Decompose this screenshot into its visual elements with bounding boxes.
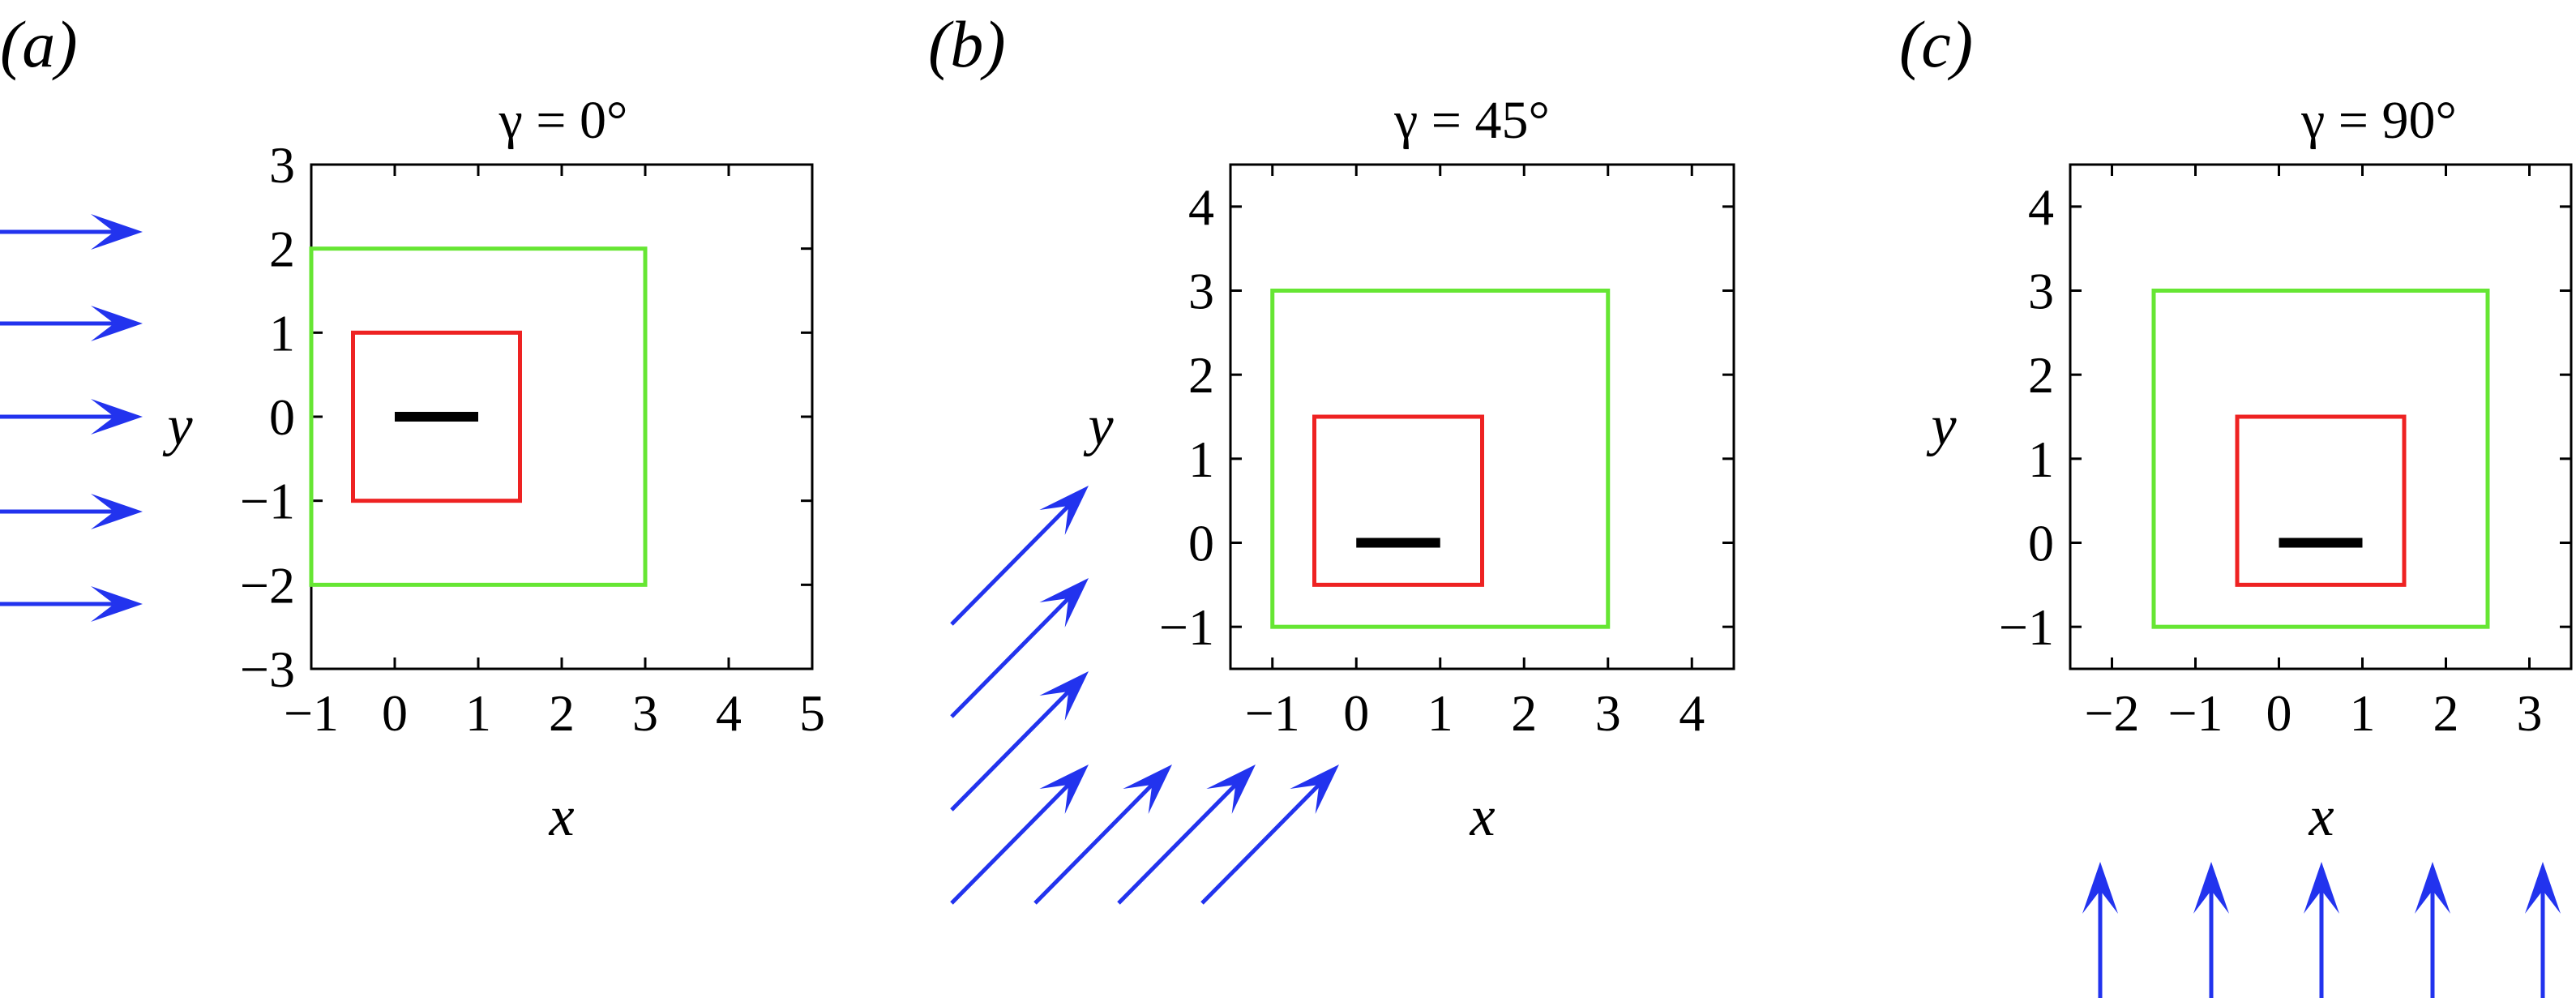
panel-b-outer-box <box>1270 289 1611 629</box>
panel-c-flow-arrow <box>2082 862 2118 998</box>
panel-c-axes-frame <box>2069 163 2573 670</box>
panel-c-ytick-label: 1 <box>2028 430 2054 488</box>
panel-b-flow-arrow <box>1117 765 1256 905</box>
panel-c-title: γ = 90° <box>2300 91 2457 150</box>
panel-c-outer-box <box>2151 289 2490 629</box>
panel-a-ytick-label: −1 <box>240 473 295 530</box>
panel-b-inner-box <box>1312 414 1484 587</box>
panel-c-flow-arrow <box>2304 862 2339 998</box>
panel-c-ytick-label: 2 <box>2028 346 2054 404</box>
panel-c-arrows <box>2082 862 2561 998</box>
panel-b-flow-arrow <box>950 765 1089 905</box>
panel-b-ytick-label: 3 <box>1188 263 1214 320</box>
panel-c-tag: (c) <box>1899 7 1973 81</box>
panel-b-yticks: −1 0 1 2 3 4 <box>1159 178 1734 656</box>
panel-c-xtick-label: −1 <box>2167 684 2223 742</box>
panel-a-xtick-label: 4 <box>716 684 742 742</box>
panel-a-xtick-label: 3 <box>632 684 658 742</box>
panel-b-arrows <box>950 486 1339 905</box>
panel-a-ytick-label: −3 <box>240 640 295 698</box>
panel-a-xtick-label: −1 <box>284 684 339 742</box>
panel-b-ylabel: y <box>1083 395 1114 457</box>
panel-a-flow-arrow <box>0 586 143 622</box>
panel-a-ytick-label: −2 <box>240 556 295 614</box>
panel-b-xtick-label: 1 <box>1427 684 1453 742</box>
panel-c-xtick-label: 0 <box>2266 684 2292 742</box>
panel-b-ytick-label: −1 <box>1159 598 1214 656</box>
panel-b-flow-arrow <box>1200 765 1339 905</box>
panel-a-inner-box <box>351 330 522 503</box>
panel-b-tag: (b) <box>928 7 1006 81</box>
panel-c-xtick-label: 2 <box>2433 684 2459 742</box>
panel-a-outer-box <box>309 246 648 587</box>
panel-b-xlabel: x <box>1469 786 1495 848</box>
panel-a-xtick-label: 2 <box>549 684 575 742</box>
panel-c-inner-box <box>2235 414 2407 587</box>
panel-b-axes-frame <box>1229 163 1735 670</box>
panel-b-ytick-label: 1 <box>1188 430 1214 488</box>
panel-a-ytick-label: 1 <box>269 304 295 362</box>
panel-b-ytick-label: 0 <box>1188 515 1214 572</box>
panel-c-ytick-label: 0 <box>2028 515 2054 572</box>
panel-a-xtick-label: 1 <box>465 684 491 742</box>
panel-a-ylabel: y <box>162 395 193 457</box>
panel-b-xtick-label: 2 <box>1511 684 1537 742</box>
panel-a-yticks: −3 −2 −1 0 1 2 3 <box>240 136 812 698</box>
panel-b-xtick-label: 0 <box>1343 684 1369 742</box>
panel-a-tag: (a) <box>0 7 78 81</box>
panel-a-axes-frame <box>310 163 814 670</box>
panel-b-xtick-label: 3 <box>1595 684 1621 742</box>
panel-b-flow-arrow <box>950 578 1089 718</box>
panel-b-flow-arrow <box>950 671 1089 812</box>
panel-c-xlabel: x <box>2308 786 2334 848</box>
panel-a-flow-arrow <box>0 306 143 341</box>
panel-a-xtick-label: 5 <box>799 684 825 742</box>
panel-c-flow-arrow <box>2525 862 2561 998</box>
panel-b-xtick-label: 4 <box>1679 684 1705 742</box>
panel-b-xtick-label: −1 <box>1245 684 1300 742</box>
panel-c-xtick-label: 3 <box>2517 684 2543 742</box>
panel-a-title: γ = 0° <box>499 91 628 150</box>
panel-c-flow-arrow <box>2193 862 2229 998</box>
panel-b-flow-arrow <box>1033 765 1172 905</box>
panel-a-arrows <box>0 214 143 622</box>
panel-b-flow-arrow <box>950 486 1089 626</box>
panel-b-ytick-label: 4 <box>1188 178 1214 236</box>
panel-c-ytick-label: 4 <box>2028 178 2054 236</box>
panel-a-ytick-label: 0 <box>269 388 295 446</box>
panel-a-ytick-label: 3 <box>269 136 295 194</box>
panel-c-flow-arrow <box>2415 862 2450 998</box>
panel-a-xtick-label: 0 <box>382 684 408 742</box>
panel-a-flow-arrow <box>0 399 143 435</box>
panel-a-xlabel: x <box>548 786 574 848</box>
panel-c-xtick-label: −2 <box>2084 684 2139 742</box>
panel-c-ytick-label: 3 <box>2028 263 2054 320</box>
panel-a-ytick-label: 2 <box>269 221 295 278</box>
panel-c-yticks: −1 0 1 2 3 4 <box>1999 178 2571 656</box>
panel-b-title: γ = 45° <box>1393 91 1550 150</box>
panel-a-flow-arrow <box>0 214 143 250</box>
panel-c-ylabel: y <box>1926 395 1957 457</box>
panel-c-ytick-label: −1 <box>1999 598 2054 656</box>
panel-b-ytick-label: 2 <box>1188 346 1214 404</box>
panel-c-xtick-label: 1 <box>2350 684 2376 742</box>
panel-a-flow-arrow <box>0 494 143 529</box>
